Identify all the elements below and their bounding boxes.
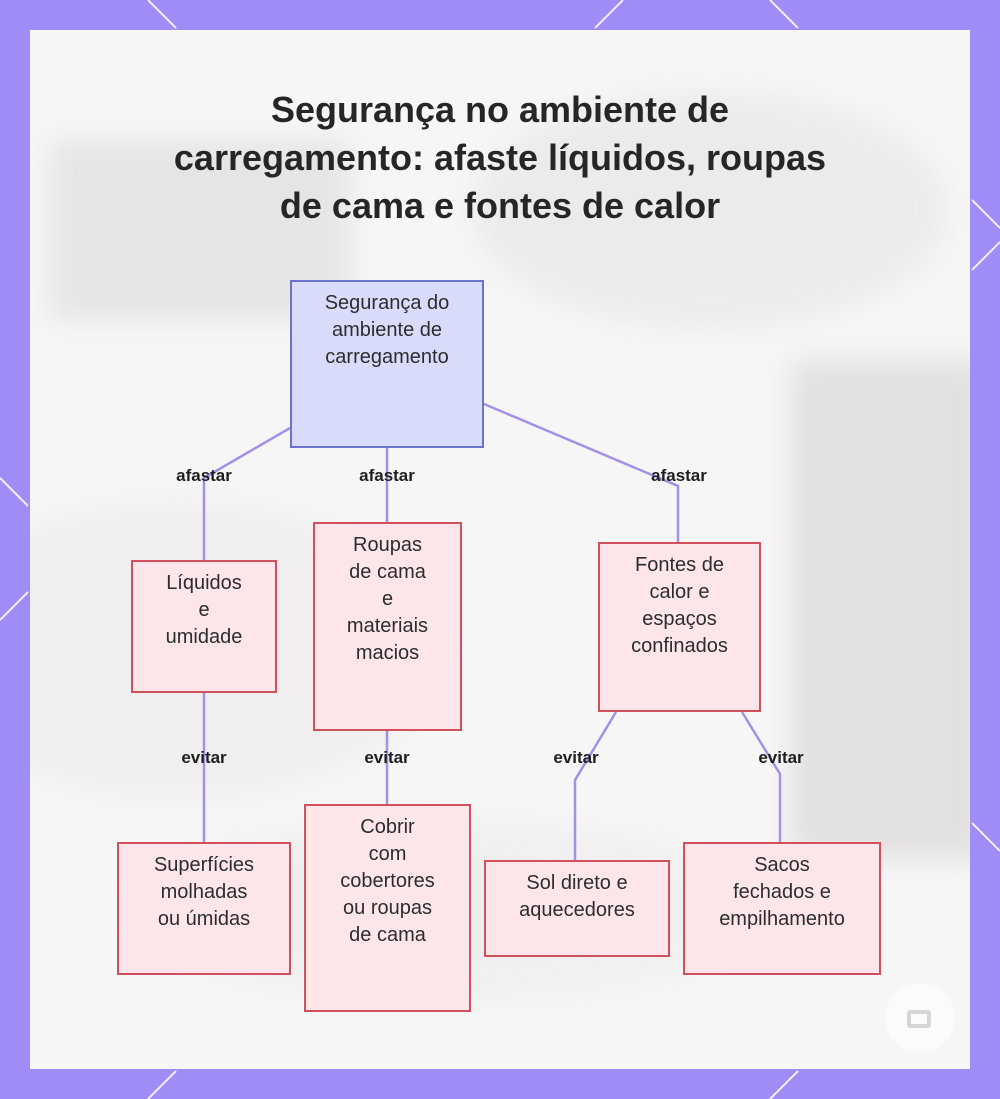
connector-lines — [202, 402, 782, 860]
node-root: Segurança do ambiente de carregamento — [290, 280, 484, 448]
node-heat: Fontes de calor e espaços confinados — [598, 542, 761, 712]
edge-label-root-heat: afastar — [651, 466, 707, 485]
edge-heat-sun — [573, 711, 618, 860]
node-bags: Sacos fechados e empilhamento — [683, 842, 881, 975]
edge-heat-bags — [740, 711, 782, 842]
brand-logo-icon — [885, 983, 955, 1053]
edge-label-bedding-cover: evitar — [364, 748, 410, 767]
edge-label-liquids-wet: evitar — [181, 748, 227, 767]
node-sun: Sol direto e aquecedores — [484, 860, 670, 957]
edge-root-heat — [483, 402, 680, 542]
node-wet-surfaces: Superfícies molhadas ou úmidas — [117, 842, 291, 975]
edge-root-liquids — [202, 426, 291, 560]
diagram-title: Segurança no ambiente de carregamento: a… — [173, 89, 827, 226]
node-cover: Cobrir com cobertores ou roupas de cama — [304, 804, 471, 1012]
node-liquids: Líquidos e umidade — [131, 560, 277, 693]
edge-label-heat-sun: evitar — [553, 748, 599, 767]
edge-label-root-liquids: afastar — [176, 466, 232, 485]
node-bedding: Roupas de cama e materiais macios — [313, 522, 462, 731]
edge-label-root-bedding: afastar — [359, 466, 415, 485]
diagram-panel: Segurança no ambiente de carregamento: a… — [30, 30, 970, 1069]
edge-label-heat-bags: evitar — [758, 748, 804, 767]
